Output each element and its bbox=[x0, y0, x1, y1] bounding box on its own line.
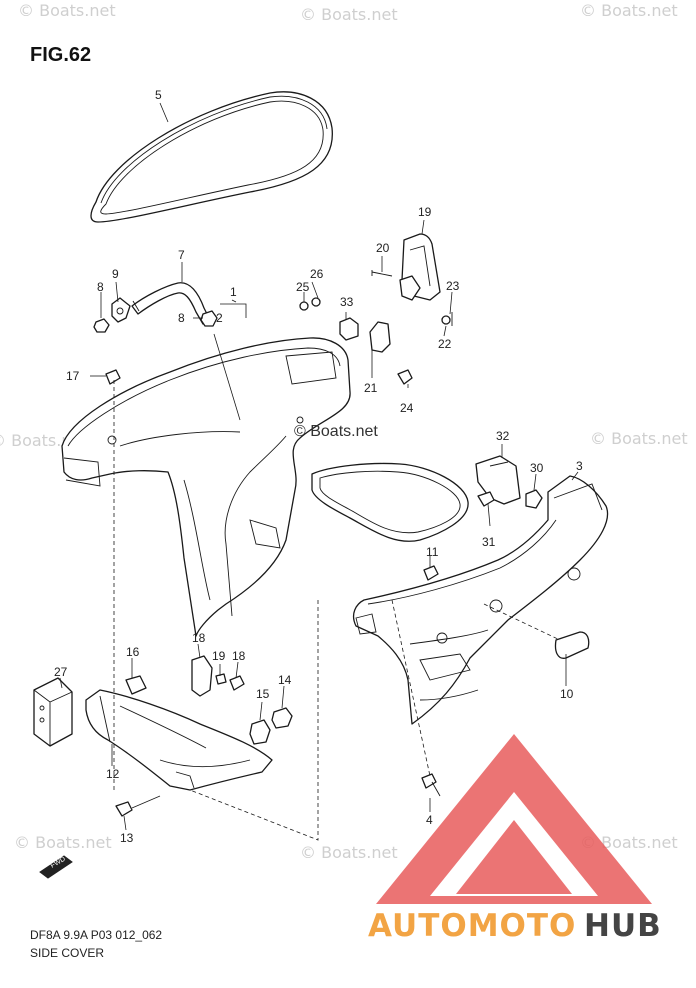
logo-text-automoto: AUTOMOTO bbox=[368, 908, 576, 944]
callout-9: 9 bbox=[112, 267, 119, 281]
center-watermark: © Boats.net bbox=[294, 423, 378, 440]
part-27-washer bbox=[299, 297, 321, 311]
callout-25: 23 bbox=[446, 279, 460, 293]
callout-30: 30 bbox=[530, 461, 544, 475]
watermark: © Boats.net bbox=[590, 429, 688, 448]
callout-31: 32 bbox=[496, 429, 510, 443]
fwd-arrow: FWD bbox=[39, 855, 73, 879]
callout-27: 25 bbox=[296, 280, 310, 294]
watermark: © Boats.net bbox=[580, 1, 678, 20]
part-1-side-cover bbox=[61, 337, 351, 637]
callout-2: 2 bbox=[216, 311, 223, 325]
callout-8: 8 bbox=[178, 311, 185, 325]
part-4-bolt bbox=[421, 773, 441, 797]
callout-10: 10 bbox=[560, 687, 574, 701]
watermark: © Boats.net bbox=[18, 1, 116, 20]
callout-1: 1 bbox=[230, 285, 237, 299]
part-15-bushing bbox=[249, 719, 271, 745]
part-8-nut bbox=[93, 310, 218, 333]
callout-3: 3 bbox=[576, 459, 583, 473]
part-32-screw bbox=[477, 491, 495, 507]
part-10-grommet bbox=[554, 631, 590, 659]
callout-33: 33 bbox=[340, 295, 354, 309]
callout-26: 24 bbox=[400, 401, 414, 415]
part-12-lower-bracket bbox=[85, 689, 273, 791]
part-23-bracket bbox=[369, 321, 391, 353]
callout-14: 14 bbox=[278, 673, 292, 687]
part-22-bolt bbox=[371, 270, 393, 277]
figure-title: FIG.62 bbox=[30, 44, 92, 66]
callout-8: 8 bbox=[97, 280, 104, 294]
leader-lines bbox=[59, 102, 579, 841]
part-17-screw bbox=[105, 369, 121, 385]
part-30-cap bbox=[525, 489, 543, 509]
part-24-washer bbox=[441, 312, 453, 326]
watermark: © Boats.net bbox=[300, 843, 398, 862]
figure-code: DF8A 9.9A P03 012_062 bbox=[30, 928, 163, 942]
callout-20: 19 bbox=[212, 649, 226, 663]
callout-28: 26 bbox=[310, 267, 324, 281]
callout-15: 15 bbox=[256, 687, 270, 701]
part-26-screw bbox=[397, 369, 413, 385]
part-19-screw bbox=[229, 675, 245, 691]
watermark-group: © Boats.net © Boats.net © Boats.net © Bo… bbox=[0, 1, 688, 862]
callout-labels: 5 7 9 8 8 1 2 26 25 33 19 20 23 22 21 24… bbox=[54, 88, 583, 845]
callout-19: 18 bbox=[232, 649, 246, 663]
figure-name: SIDE COVER bbox=[30, 946, 105, 960]
part-14-bushing bbox=[271, 707, 293, 729]
callout-12: 12 bbox=[106, 767, 120, 781]
logo-text-hub: HUB bbox=[584, 908, 662, 944]
part-29-pad bbox=[33, 677, 73, 747]
callout-29: 27 bbox=[54, 665, 68, 679]
part-20-nut bbox=[215, 673, 227, 685]
part-31-block bbox=[475, 455, 521, 505]
part-13-screw bbox=[115, 801, 133, 817]
part-21-latch bbox=[399, 233, 441, 301]
callout-22: 20 bbox=[376, 241, 390, 255]
part-3-side-cover bbox=[352, 475, 609, 725]
callout-17: 17 bbox=[66, 369, 80, 383]
part-18-bracket bbox=[191, 655, 213, 697]
part-5-seal bbox=[90, 91, 333, 223]
callout-5: 5 bbox=[155, 88, 162, 102]
callout-11: 11 bbox=[426, 545, 439, 559]
automotohub-logo: AUTOMOTO HUB bbox=[368, 734, 662, 944]
part-9-clip bbox=[111, 297, 131, 323]
callout-21: 19 bbox=[418, 205, 432, 219]
part-11-screw bbox=[423, 565, 439, 581]
callout-18: 18 bbox=[192, 631, 206, 645]
gasket bbox=[311, 462, 469, 542]
callout-23: 21 bbox=[364, 381, 378, 395]
callout-7: 7 bbox=[178, 248, 185, 262]
callout-16: 16 bbox=[126, 645, 140, 659]
callout-24: 22 bbox=[438, 337, 452, 351]
part-16-clip bbox=[125, 675, 147, 695]
callout-13: 13 bbox=[120, 831, 134, 845]
part-33-block bbox=[339, 317, 359, 341]
watermark: © Boats.net bbox=[14, 833, 112, 852]
callout-4: 4 bbox=[426, 813, 433, 827]
callout-32: 31 bbox=[482, 535, 496, 549]
watermark: © Boats.net bbox=[300, 5, 398, 24]
